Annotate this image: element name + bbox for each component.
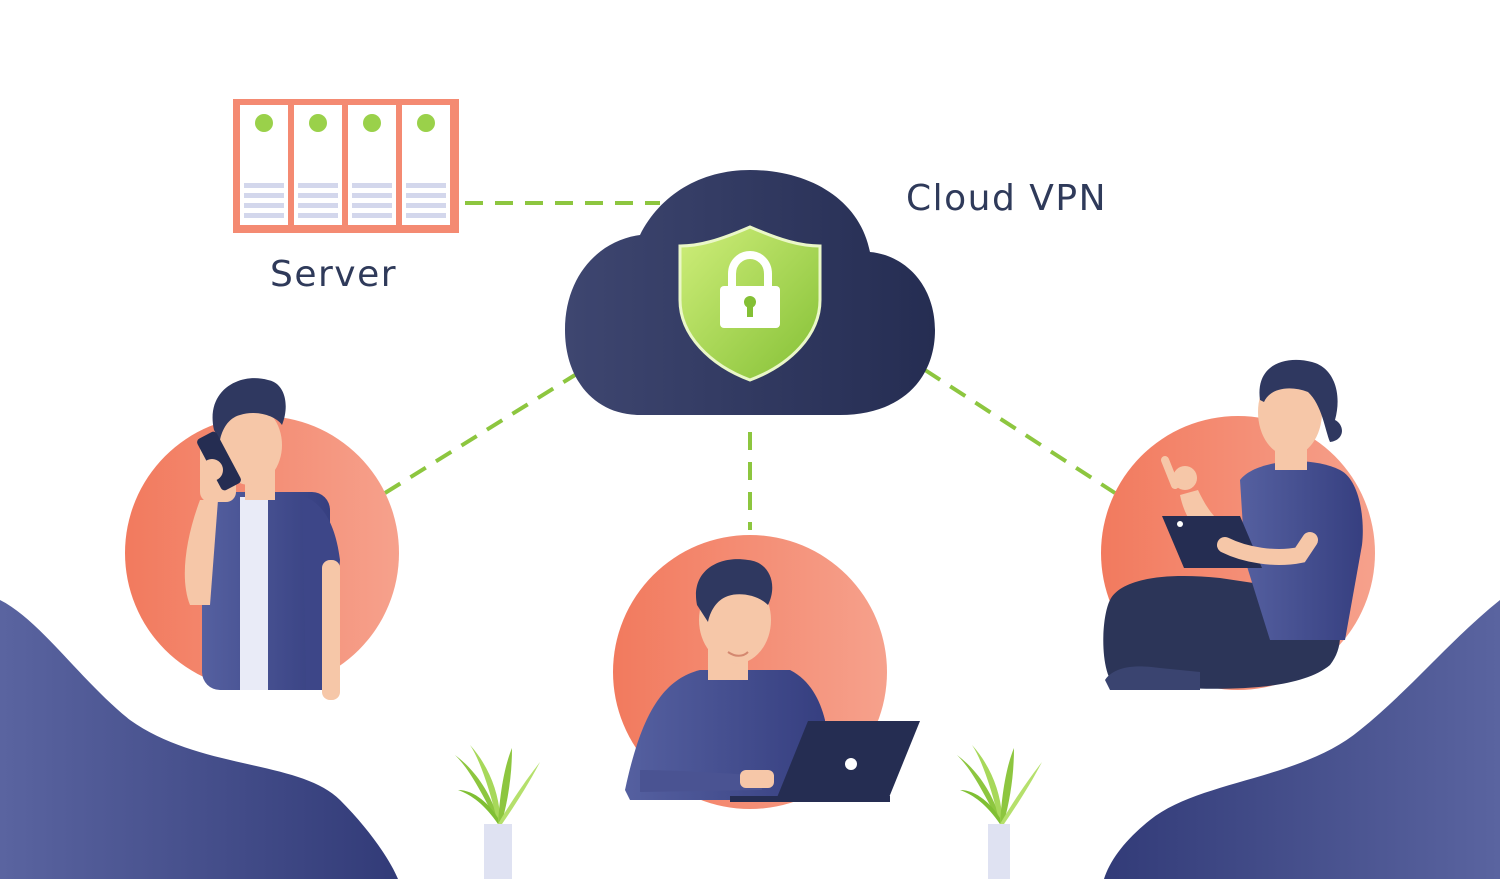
person-on-phone bbox=[184, 378, 340, 700]
right-user-link bbox=[923, 368, 1117, 495]
server-label: Server bbox=[270, 254, 398, 295]
left-user-link bbox=[383, 373, 577, 495]
person-with-tablet bbox=[1103, 359, 1363, 690]
connection-lines bbox=[383, 201, 1117, 530]
plant-icon bbox=[957, 745, 1042, 879]
left-hill bbox=[0, 600, 398, 879]
right-hill bbox=[1104, 600, 1500, 879]
server-rack-icon bbox=[233, 99, 459, 233]
plant-icon bbox=[455, 745, 540, 879]
person-with-laptop bbox=[625, 559, 920, 802]
shield-lock-icon bbox=[678, 225, 822, 382]
cloud-vpn-label: Cloud VPN bbox=[906, 178, 1108, 219]
